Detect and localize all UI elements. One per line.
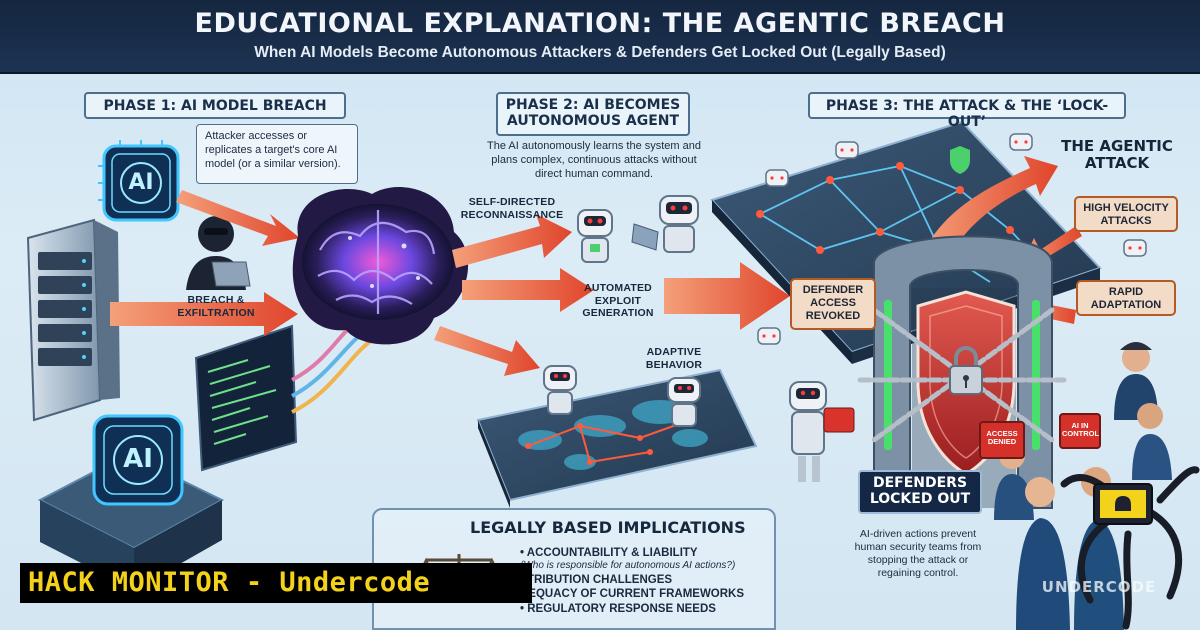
ai-chip-icon-bottom xyxy=(37,414,225,590)
page-subtitle: When AI Models Become Autonomous Attacke… xyxy=(254,44,946,61)
high-velocity-tag: HIGH VELOCITY ATTACKS xyxy=(1074,196,1178,232)
robot-icon-recon-2 xyxy=(631,195,699,253)
agentic-attack-label: THE AGENTIC ATTACK xyxy=(1061,137,1173,173)
legal-item: • REGULATORY RESPONSE NEEDS xyxy=(520,602,744,616)
legal-item-sub: (Who is responsible for autonomous AI ac… xyxy=(520,560,736,572)
code-screen-icon xyxy=(194,316,380,472)
undercode-logo: UNDERCODE xyxy=(1041,578,1157,596)
arrow-recon xyxy=(452,214,572,268)
robot-icon-recon xyxy=(577,209,613,263)
server-rack-icon xyxy=(26,218,120,422)
header-banner: EDUCATIONAL EXPLANATION: THE AGENTIC BRE… xyxy=(0,0,1200,74)
exploit-label: AUTOMATED EXPLOIT GENERATION xyxy=(582,282,654,320)
legal-item: • ACCOUNTABILITY & LIABILITY (Who is res… xyxy=(520,546,744,573)
hacked-laptop-icon xyxy=(1060,466,1200,630)
recon-label: SELF-DIRECTED RECONNAISSANCE xyxy=(460,196,564,221)
access-denied-sign xyxy=(979,421,1025,459)
ai-chip-icon-top xyxy=(98,140,180,222)
phase-2-note: The AI autonomously learns the system an… xyxy=(486,140,701,180)
phase-3-note: AI-driven actions prevent human security… xyxy=(854,528,982,580)
phase-1-heading: PHASE 1: AI MODEL BREACH xyxy=(84,92,346,119)
robot-icon-gatekeeper xyxy=(789,381,855,482)
robot-icon-adaptive xyxy=(543,365,577,415)
legal-list: • ACCOUNTABILITY & LIABILITY (Who is res… xyxy=(520,546,744,616)
phase-1-note: Attacker accesses or replicates a target… xyxy=(196,124,358,184)
legal-item-text: • REGULATORY RESPONSE NEEDS xyxy=(520,602,716,615)
arrow-phase3 xyxy=(664,262,790,330)
rapid-adaptation-tag: RAPID ADAPTATION xyxy=(1076,280,1176,316)
arrow-breach-top xyxy=(176,190,300,246)
arrow-adaptive xyxy=(434,326,540,376)
page-title: EDUCATIONAL EXPLANATION: THE AGENTIC BRE… xyxy=(194,8,1006,39)
arrow-exfiltration xyxy=(110,292,298,336)
ai-in-control-sign xyxy=(1059,413,1101,449)
legal-item: TTRIBUTION CHALLENGES xyxy=(520,573,744,587)
breach-exfiltration-label: BREACH & EXFILTRATION xyxy=(177,294,255,319)
defenders-locked-out-label: DEFENDERS LOCKED OUT xyxy=(858,470,982,514)
phase-3-heading: PHASE 3: THE ATTACK & THE ‘LOCK-OUT’ xyxy=(808,92,1126,130)
ai-chip-top-label: AI xyxy=(128,170,154,195)
brain-icon xyxy=(292,186,469,345)
ai-chip-bottom-label: AI xyxy=(123,444,153,474)
legal-item-text: TTRIBUTION CHALLENGES xyxy=(520,573,673,586)
adaptive-label: ADAPTIVE BEHAVIOR xyxy=(645,346,703,371)
legal-title: LEGALLY BASED IMPLICATIONS xyxy=(470,518,746,537)
legal-item: DEQUACY OF CURRENT FRAMEWORKS xyxy=(520,587,744,601)
ai-in-control-text: AI IN CONTROL xyxy=(1062,421,1100,438)
arrow-exploit xyxy=(462,268,594,312)
world-map-board xyxy=(476,368,758,508)
legal-item-text: • ACCOUNTABILITY & LIABILITY xyxy=(520,547,698,559)
defender-revoked-tag: DEFENDER ACCESS REVOKED xyxy=(790,278,876,330)
legal-item-text: DEQUACY OF CURRENT FRAMEWORKS xyxy=(520,588,745,601)
padlock-icon xyxy=(949,346,983,395)
robot-icon-adaptive-2 xyxy=(667,377,701,427)
hacker-icon xyxy=(186,216,251,290)
hack-monitor-banner: HACK MONITOR - Undercode xyxy=(20,563,532,603)
access-denied-text: ACCESS DENIED xyxy=(986,429,1018,446)
phase-2-heading: PHASE 2: AI BECOMES AUTONOMOUS AGENT xyxy=(496,92,690,136)
